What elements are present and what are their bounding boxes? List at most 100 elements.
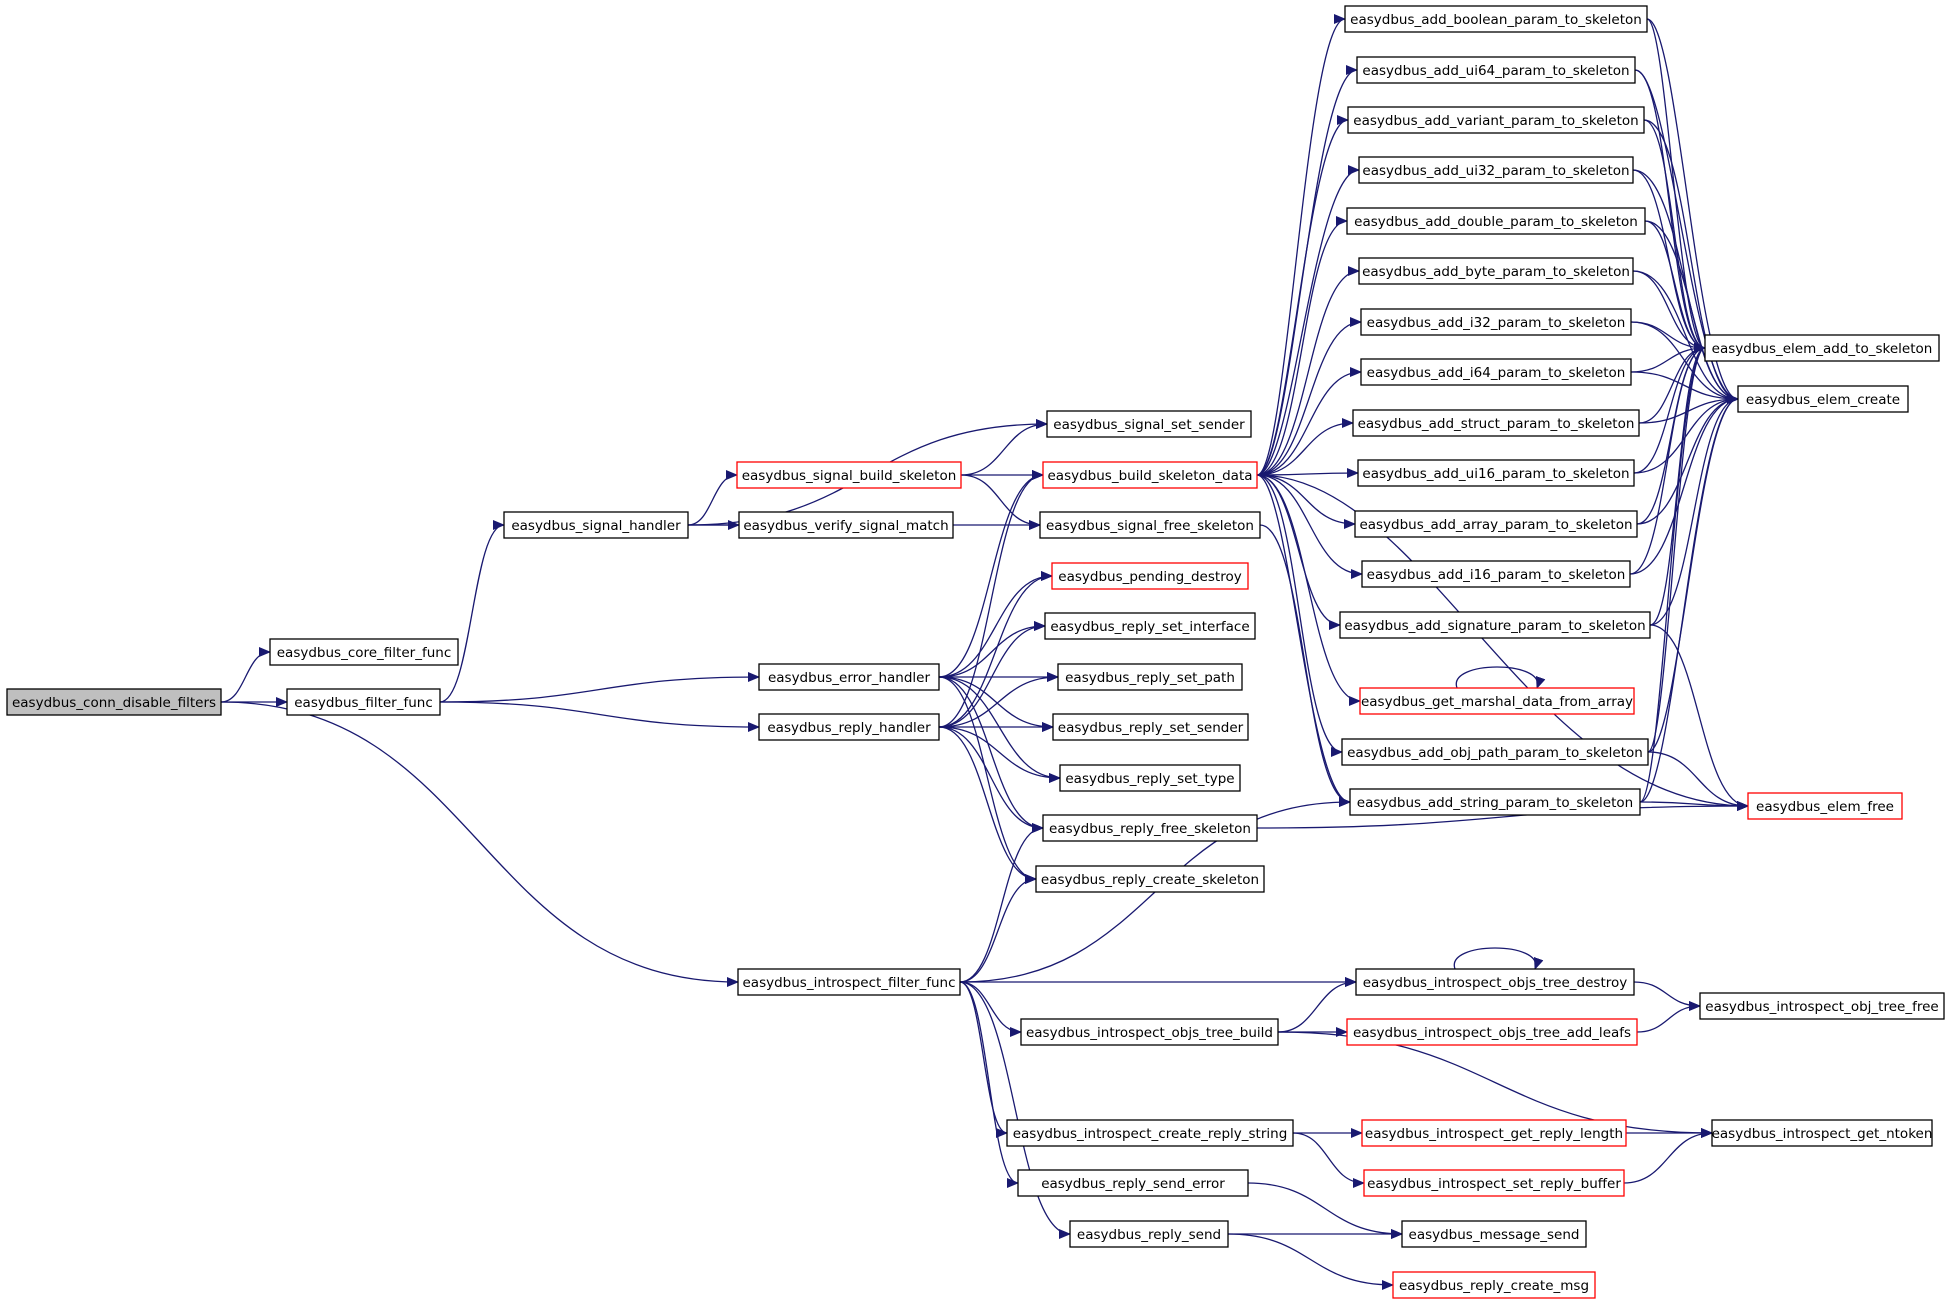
node-box (6, 688, 222, 716)
call-edge (938, 726, 1037, 884)
node-reply-handler[interactable]: easydbus_reply_handler (758, 713, 940, 741)
node-introspect-obj-tree-free[interactable]: easydbus_introspect_obj_tree_free (1699, 992, 1945, 1020)
node-error-handler[interactable]: easydbus_error_handler (758, 663, 940, 691)
node-label: easydbus_filter_func (294, 695, 433, 711)
node-introspect-get-reply-length[interactable]: easydbus_introspect_get_reply_length (1361, 1119, 1627, 1147)
call-edge (938, 621, 1046, 678)
node-add-double[interactable]: easydbus_add_double_param_to_skeleton (1346, 207, 1646, 235)
node-core-filter-func[interactable]: easydbus_core_filter_func (269, 638, 459, 666)
node-box (1069, 1220, 1229, 1248)
node-label: easydbus_add_i32_param_to_skeleton (1367, 315, 1626, 331)
node-build-skeleton-data[interactable]: easydbus_build_skeleton_data (1042, 461, 1258, 489)
node-reply-create-msg[interactable]: easydbus_reply_create_msg (1392, 1271, 1596, 1299)
node-signal-build-skeleton[interactable]: easydbus_signal_build_skeleton (736, 461, 962, 489)
node-box (1339, 611, 1651, 639)
node-box (1356, 56, 1636, 84)
call-edge (220, 647, 271, 703)
node-elem-free[interactable]: easydbus_elem_free (1747, 792, 1903, 820)
node-message-send[interactable]: easydbus_message_send (1401, 1220, 1587, 1248)
node-box (1363, 1169, 1625, 1197)
call-edge (1455, 666, 1546, 689)
node-label: easydbus_add_double_param_to_skeleton (1354, 214, 1638, 230)
node-add-array[interactable]: easydbus_add_array_param_to_skeleton (1354, 510, 1638, 538)
node-add-byte[interactable]: easydbus_add_byte_param_to_skeleton (1358, 257, 1634, 285)
node-introspect-create-reply-string[interactable]: easydbus_introspect_create_reply_string (1006, 1119, 1294, 1147)
node-add-obj-path[interactable]: easydbus_add_obj_path_param_to_skeleton (1341, 738, 1649, 766)
node-label: easydbus_build_skeleton_data (1047, 468, 1252, 484)
node-introspect-get-ntoken[interactable]: easydbus_introspect_get_ntoken (1711, 1119, 1933, 1147)
node-reply-send[interactable]: easydbus_reply_send (1069, 1220, 1229, 1248)
node-box (1341, 738, 1649, 766)
call-edge (1649, 624, 1749, 811)
node-box (1354, 510, 1638, 538)
node-elem-create[interactable]: easydbus_elem_create (1737, 385, 1909, 413)
call-edge (1256, 801, 1749, 829)
node-add-i16[interactable]: easydbus_add_i16_param_to_skeleton (1361, 560, 1631, 588)
node-add-ui64[interactable]: easydbus_add_ui64_param_to_skeleton (1356, 56, 1636, 84)
node-box (1401, 1220, 1587, 1248)
call-edge (1256, 266, 1360, 476)
node-introspect-objs-tree-destroy[interactable]: easydbus_introspect_objs_tree_destroy (1355, 968, 1635, 996)
call-edge (1453, 947, 1544, 970)
call-edge (1256, 474, 1341, 630)
node-box (1057, 663, 1243, 691)
node-box (1052, 713, 1249, 741)
node-box (503, 511, 689, 539)
call-edge (439, 701, 760, 732)
node-add-ui16[interactable]: easydbus_add_ui16_param_to_skeleton (1357, 459, 1635, 487)
node-reply-set-type[interactable]: easydbus_reply_set_type (1059, 764, 1241, 792)
call-edge (959, 823, 1044, 983)
node-box (1360, 308, 1632, 336)
node-reply-set-interface[interactable]: easydbus_reply_set_interface (1044, 612, 1256, 640)
node-add-i64[interactable]: easydbus_add_i64_param_to_skeleton (1360, 358, 1632, 386)
call-edge (1256, 14, 1346, 476)
node-reply-free-skeleton[interactable]: easydbus_reply_free_skeleton (1042, 814, 1258, 842)
node-box (1358, 257, 1634, 285)
node-add-signature[interactable]: easydbus_add_signature_param_to_skeleton (1339, 611, 1651, 639)
node-reply-set-path[interactable]: easydbus_reply_set_path (1057, 663, 1243, 691)
node-add-variant[interactable]: easydbus_add_variant_param_to_skeleton (1347, 106, 1645, 134)
node-reply-create-skeleton[interactable]: easydbus_reply_create_skeleton (1035, 865, 1265, 893)
node-signal-handler[interactable]: easydbus_signal_handler (503, 511, 689, 539)
node-introspect-objs-tree-add-leafs[interactable]: easydbus_introspect_objs_tree_add_leafs (1346, 1018, 1638, 1046)
node-introspect-set-reply-buffer[interactable]: easydbus_introspect_set_reply_buffer (1363, 1169, 1625, 1197)
node-box (1699, 992, 1945, 1020)
node-add-i32[interactable]: easydbus_add_i32_param_to_skeleton (1360, 308, 1632, 336)
node-filter-func[interactable]: easydbus_filter_func (286, 688, 441, 716)
call-edge (959, 981, 1071, 1239)
node-label: easydbus_conn_disable_filters (12, 695, 216, 711)
node-conn-disable-filters[interactable]: easydbus_conn_disable_filters (6, 688, 222, 716)
node-elem-add-to-skeleton[interactable]: easydbus_elem_add_to_skeleton (1704, 334, 1940, 362)
node-signal-set-sender[interactable]: easydbus_signal_set_sender (1046, 410, 1252, 438)
node-verify-signal-match[interactable]: easydbus_verify_signal_match (738, 511, 954, 539)
node-box (1035, 865, 1265, 893)
node-label: easydbus_signal_set_sender (1053, 417, 1245, 433)
node-add-string[interactable]: easydbus_add_string_param_to_skeleton (1349, 788, 1641, 816)
node-reply-set-sender[interactable]: easydbus_reply_set_sender (1052, 713, 1249, 741)
node-signal-free-skeleton[interactable]: easydbus_signal_free_skeleton (1039, 511, 1261, 539)
call-edge (938, 676, 1037, 884)
node-introspect-objs-tree-build[interactable]: easydbus_introspect_objs_tree_build (1020, 1018, 1279, 1046)
call-edge (1644, 220, 1739, 404)
node-introspect-filter-func[interactable]: easydbus_introspect_filter_func (737, 968, 961, 996)
node-get-marshal[interactable]: easydbus_get_marshal_data_from_array (1359, 687, 1635, 715)
call-edge (1643, 119, 1739, 404)
node-add-boolean[interactable]: easydbus_add_boolean_param_to_skeleton (1344, 5, 1648, 33)
node-label: easydbus_core_filter_func (277, 645, 452, 661)
node-box (1704, 334, 1940, 362)
call-edge (960, 419, 1048, 476)
call-edge (938, 672, 1059, 728)
node-box (1020, 1018, 1279, 1046)
node-label: easydbus_reply_set_interface (1050, 619, 1249, 635)
node-add-ui32[interactable]: easydbus_add_ui32_param_to_skeleton (1358, 156, 1634, 184)
node-label: easydbus_reply_set_type (1065, 771, 1234, 787)
node-box (1392, 1271, 1596, 1299)
node-add-struct[interactable]: easydbus_add_struct_param_to_skeleton (1352, 409, 1640, 437)
node-box (1347, 106, 1645, 134)
call-edge (1256, 216, 1348, 476)
node-box (1344, 5, 1648, 33)
node-label: easydbus_add_i16_param_to_skeleton (1367, 567, 1626, 583)
node-reply-send-error[interactable]: easydbus_reply_send_error (1017, 1169, 1249, 1197)
call-edge (1256, 65, 1358, 476)
node-pending-destroy[interactable]: easydbus_pending_destroy (1051, 562, 1249, 590)
